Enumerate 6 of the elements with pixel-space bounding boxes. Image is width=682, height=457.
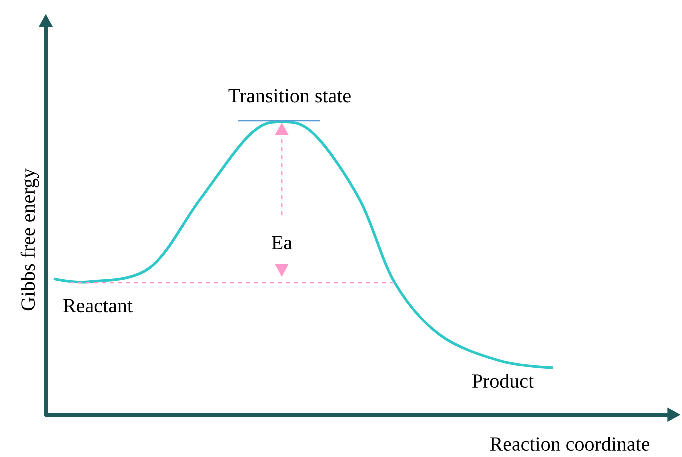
axis-title: Reaction coordinate — [490, 436, 650, 452]
axis-title: Gibbs free energy — [20, 168, 40, 311]
state-label: Product — [472, 374, 534, 388]
state-label: Transition state — [228, 89, 351, 103]
state-label: Reactant — [64, 299, 133, 313]
energy-label: Ea — [272, 236, 292, 250]
